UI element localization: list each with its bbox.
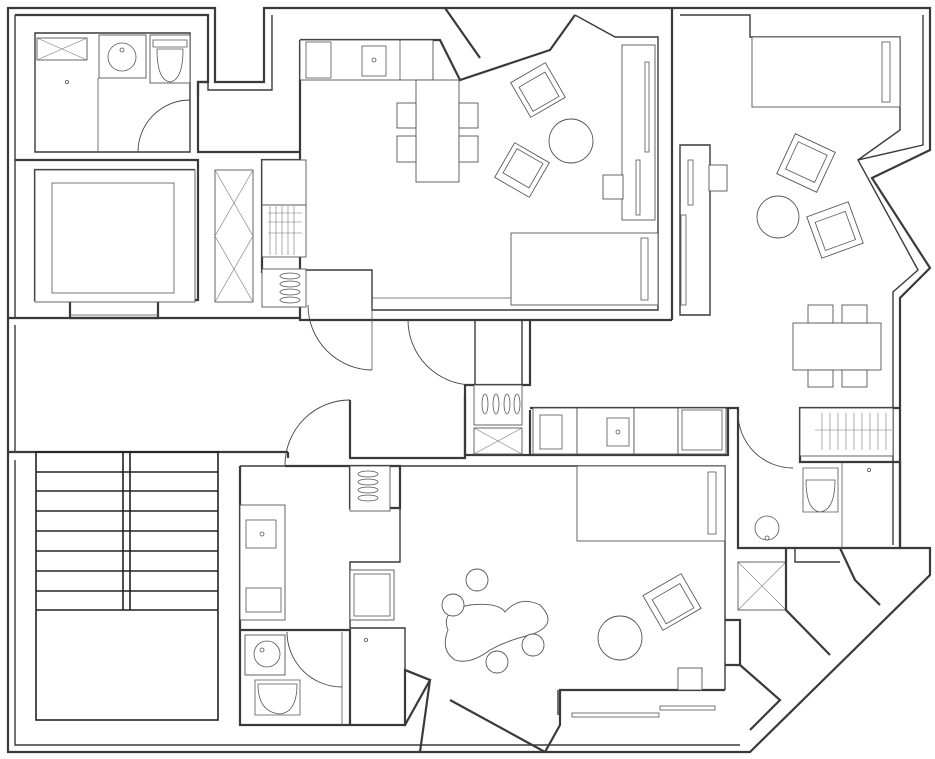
stove-icon-north bbox=[261, 268, 307, 308]
kitchen-cabinet bbox=[633, 407, 679, 455]
fridge-icon bbox=[349, 569, 395, 621]
rack-icon-east bbox=[799, 407, 894, 457]
bathroom-south bbox=[240, 628, 368, 725]
kitchen-cabinet bbox=[677, 407, 727, 455]
kitchen-counter-south bbox=[239, 504, 286, 621]
chair-icon bbox=[841, 304, 868, 324]
door-swing-hall-3 bbox=[284, 399, 351, 466]
chair-icon bbox=[841, 369, 868, 388]
chair-icon bbox=[458, 102, 479, 129]
chair-icon bbox=[458, 135, 479, 163]
freeform-table bbox=[444, 600, 549, 662]
chair-icon bbox=[807, 304, 834, 324]
bed-icon-south bbox=[576, 465, 726, 542]
sink-icon-kitchen bbox=[361, 45, 387, 77]
chair-icon bbox=[485, 650, 509, 674]
round-table-icon bbox=[548, 118, 594, 164]
stove-icon-central bbox=[473, 384, 523, 426]
round-table-icon bbox=[756, 195, 800, 239]
armchair-icon bbox=[510, 62, 566, 118]
door-swing-hall-2 bbox=[407, 319, 473, 386]
round-table-icon bbox=[597, 615, 643, 661]
door-swing-bathroom-nw bbox=[137, 99, 191, 153]
chair-icon bbox=[677, 667, 703, 691]
shaft-east bbox=[725, 547, 881, 731]
bed-icon bbox=[34, 169, 196, 303]
shelf-icon bbox=[621, 44, 656, 221]
door-swing-bathroom-east bbox=[737, 412, 794, 469]
kitchen-living-north bbox=[196, 7, 659, 311]
kitchen-counter bbox=[299, 39, 434, 81]
chair-icon bbox=[465, 568, 489, 592]
chair-icon bbox=[396, 102, 417, 129]
cabinet-icon bbox=[261, 159, 307, 206]
bed-icon-east bbox=[751, 36, 901, 108]
sink-icon-east bbox=[754, 515, 780, 541]
sofa-icon bbox=[510, 232, 659, 306]
chair-icon bbox=[396, 135, 417, 163]
door-swing-bathroom-south bbox=[286, 631, 343, 688]
hallway bbox=[8, 304, 730, 466]
bedroom-nw bbox=[15, 158, 254, 320]
rack-icon bbox=[261, 204, 307, 258]
chair-icon bbox=[441, 593, 465, 617]
kitchen-cabinet bbox=[576, 407, 635, 455]
wardrobe-icon bbox=[214, 169, 254, 303]
toilet-icon-east bbox=[802, 467, 839, 513]
chair-icon bbox=[602, 174, 624, 200]
bathroom-east bbox=[728, 406, 902, 550]
armchair-icon bbox=[642, 573, 702, 631]
armchair-icon bbox=[776, 133, 836, 193]
stairwell bbox=[35, 451, 219, 721]
toilet-icon-south bbox=[254, 679, 301, 716]
sink-icon bbox=[98, 34, 147, 79]
stove-icon-south bbox=[349, 465, 391, 512]
sink-icon-south bbox=[244, 634, 286, 676]
door-swing-hall-1 bbox=[307, 304, 373, 371]
armchair-icon bbox=[494, 142, 550, 198]
toilet-icon bbox=[149, 34, 191, 84]
dining-table-east bbox=[792, 322, 882, 371]
bathroom-nw bbox=[15, 13, 210, 153]
armchair-icon bbox=[806, 201, 864, 259]
chair-icon bbox=[807, 369, 834, 388]
bedroom-living-east bbox=[670, 8, 901, 388]
stove-icon bbox=[305, 41, 332, 79]
chair-icon bbox=[708, 164, 728, 192]
living-south bbox=[238, 452, 726, 753]
chair-icon bbox=[521, 633, 545, 657]
dining-table-north bbox=[415, 79, 460, 183]
